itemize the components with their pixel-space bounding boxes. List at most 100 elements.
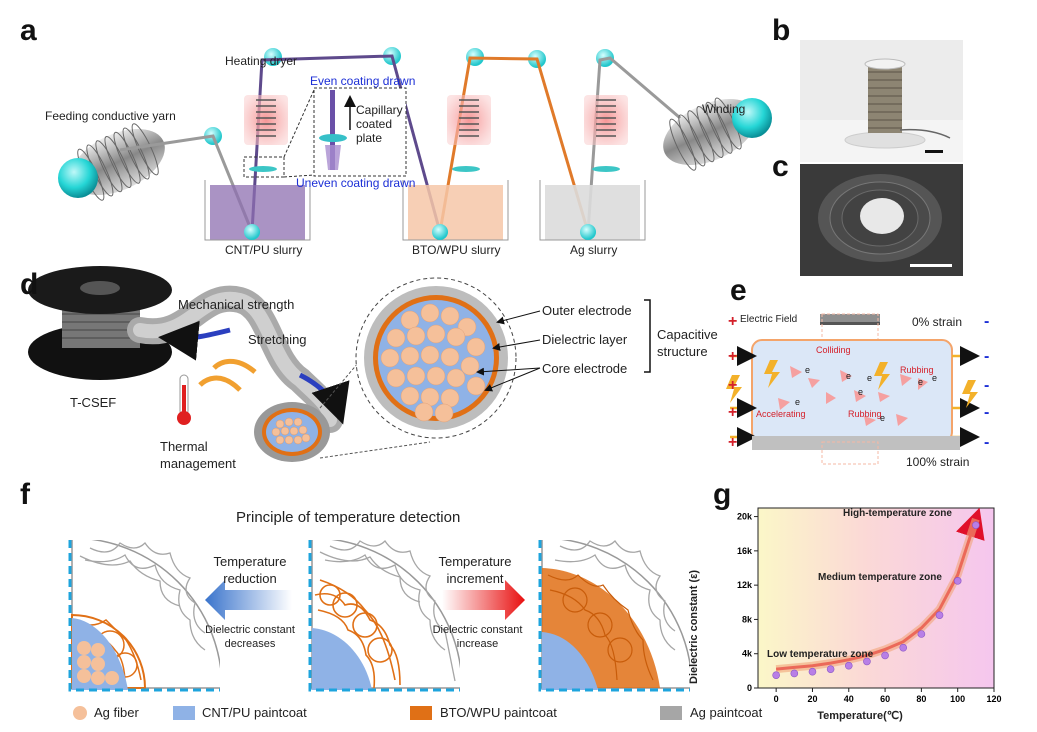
legend-cnt-label: CNT/PU paintcoat bbox=[202, 705, 307, 720]
panel-label-c: c bbox=[772, 150, 789, 183]
panel-c-sem-image bbox=[800, 164, 963, 276]
trend-glow bbox=[775, 517, 980, 674]
y-tick-label-1: 4k bbox=[742, 649, 753, 659]
electron-3: e bbox=[867, 373, 873, 383]
panel-label-a: a bbox=[20, 14, 37, 47]
heater-1-icon bbox=[244, 95, 288, 145]
plot-background bbox=[758, 508, 994, 688]
data-point-11 bbox=[972, 521, 980, 529]
plus-1: + bbox=[728, 313, 738, 330]
panel-d-artwork bbox=[28, 266, 651, 462]
y-tick-label-2: 8k bbox=[742, 614, 753, 624]
chart-points bbox=[772, 521, 980, 679]
increase-label-2: increase bbox=[456, 638, 499, 650]
heating-dryer-label: Heating dryer bbox=[225, 54, 298, 68]
winding-label: Winding bbox=[702, 102, 746, 116]
panel-f-artwork bbox=[68, 540, 690, 720]
colliding-label: Colliding bbox=[816, 345, 851, 355]
feeding-label: Feeding conductive yarn bbox=[45, 109, 176, 123]
electron-6: e bbox=[932, 373, 938, 383]
y-tick-label-0: 0 bbox=[747, 683, 752, 693]
minus-4: - bbox=[984, 404, 990, 421]
decreases-label-1: Dielectric constant bbox=[205, 624, 295, 636]
legend-ag-fiber-label: Ag fiber bbox=[94, 705, 139, 720]
slurry-2-label: BTO/WPU slurry bbox=[412, 243, 501, 257]
data-point-0 bbox=[772, 671, 780, 679]
minus-2: - bbox=[984, 348, 990, 365]
plus-3: + bbox=[728, 377, 738, 394]
x-tick-label-2: 40 bbox=[844, 694, 854, 704]
legend-ag-fiber-swatch bbox=[73, 706, 87, 720]
increment-label-2: increment bbox=[446, 571, 504, 586]
reduction-label-1: Temperature bbox=[213, 554, 287, 569]
increment-label-1: Temperature bbox=[438, 554, 512, 569]
capillary-label-3: plate bbox=[356, 131, 383, 145]
electron-8: e bbox=[795, 397, 801, 407]
plus-2: + bbox=[728, 348, 738, 365]
electron-4: e bbox=[858, 387, 864, 397]
heater-2-icon bbox=[447, 95, 491, 145]
thermal-label-1: Thermal bbox=[160, 439, 208, 454]
reduction-label-2: reduction bbox=[223, 571, 277, 586]
even-coating-label: Even coating drawn bbox=[310, 74, 416, 88]
panel-label-f: f bbox=[20, 478, 30, 511]
data-point-7 bbox=[899, 643, 908, 652]
strain-100-label: 100% strain bbox=[906, 455, 970, 469]
dielectric-layer-label: Dielectric layer bbox=[542, 332, 628, 347]
panel-label-g: g bbox=[713, 478, 732, 511]
increase-label-1: Dielectric constant bbox=[432, 624, 523, 636]
electron-5: e bbox=[918, 377, 924, 387]
panel-label-e: e bbox=[730, 274, 747, 307]
panel-b-photo bbox=[800, 40, 963, 162]
chart-axes bbox=[757, 507, 995, 689]
panel-label-d: d bbox=[20, 268, 39, 301]
minus-1: - bbox=[984, 313, 990, 330]
decreases-label-2: decreases bbox=[224, 638, 276, 650]
tcsef-label: T-CSEF bbox=[70, 395, 117, 410]
legend-ag-label: Ag paintcoat bbox=[690, 705, 763, 720]
data-point-4 bbox=[844, 661, 853, 670]
data-point-8 bbox=[917, 630, 926, 638]
annotation-medium: Medium temperature zone bbox=[818, 572, 942, 583]
stretching-label: Stretching bbox=[248, 332, 307, 347]
x-tick-label-6: 120 bbox=[986, 694, 1001, 704]
electron-2: e bbox=[846, 371, 852, 381]
slurry-1-label: CNT/PU slurry bbox=[225, 243, 303, 257]
y-tick-label-3: 12k bbox=[737, 580, 753, 590]
capillary-label-2: coated bbox=[356, 117, 393, 131]
thermal-label-2: management bbox=[160, 456, 236, 471]
electron-7: e bbox=[880, 413, 886, 423]
strain-0-label: 0% strain bbox=[912, 315, 963, 329]
cross-section-icon bbox=[355, 277, 517, 439]
accelerating-label: Accelerating bbox=[756, 409, 806, 419]
bto-wpu-bath-icon bbox=[402, 180, 509, 241]
principle-title: Principle of temperature detection bbox=[236, 509, 461, 526]
data-point-5 bbox=[863, 657, 871, 666]
chart-xlabel: Temperature(℃) bbox=[817, 710, 903, 722]
data-point-10 bbox=[953, 577, 962, 585]
plus-5: + bbox=[728, 434, 738, 451]
data-point-3 bbox=[826, 665, 835, 673]
capacitive-label-1: Capacitive bbox=[657, 327, 718, 342]
x-tick-label-0: 0 bbox=[774, 694, 779, 704]
chart-ylabel: Dielectric constant (ε) bbox=[688, 569, 700, 684]
legend-cnt-swatch bbox=[173, 706, 195, 720]
electron-1: e bbox=[805, 365, 811, 375]
heater-3-icon bbox=[584, 95, 628, 145]
data-point-2 bbox=[808, 667, 817, 676]
x-tick-label-3: 60 bbox=[880, 694, 890, 704]
plus-4: + bbox=[728, 404, 738, 421]
y-tick-label-4: 16k bbox=[737, 546, 753, 556]
legend-bto-swatch bbox=[410, 706, 432, 720]
data-point-1 bbox=[790, 669, 799, 678]
plot-frame bbox=[757, 507, 995, 689]
rubbing-label-2: Rubbing bbox=[848, 409, 882, 419]
x-tick-label-4: 80 bbox=[916, 694, 926, 704]
minus-3: - bbox=[984, 377, 990, 394]
ag-bath-icon bbox=[539, 180, 646, 241]
winding-spool-icon bbox=[663, 97, 772, 171]
data-point-6 bbox=[881, 651, 889, 660]
slurry-3-label: Ag slurry bbox=[570, 243, 618, 257]
